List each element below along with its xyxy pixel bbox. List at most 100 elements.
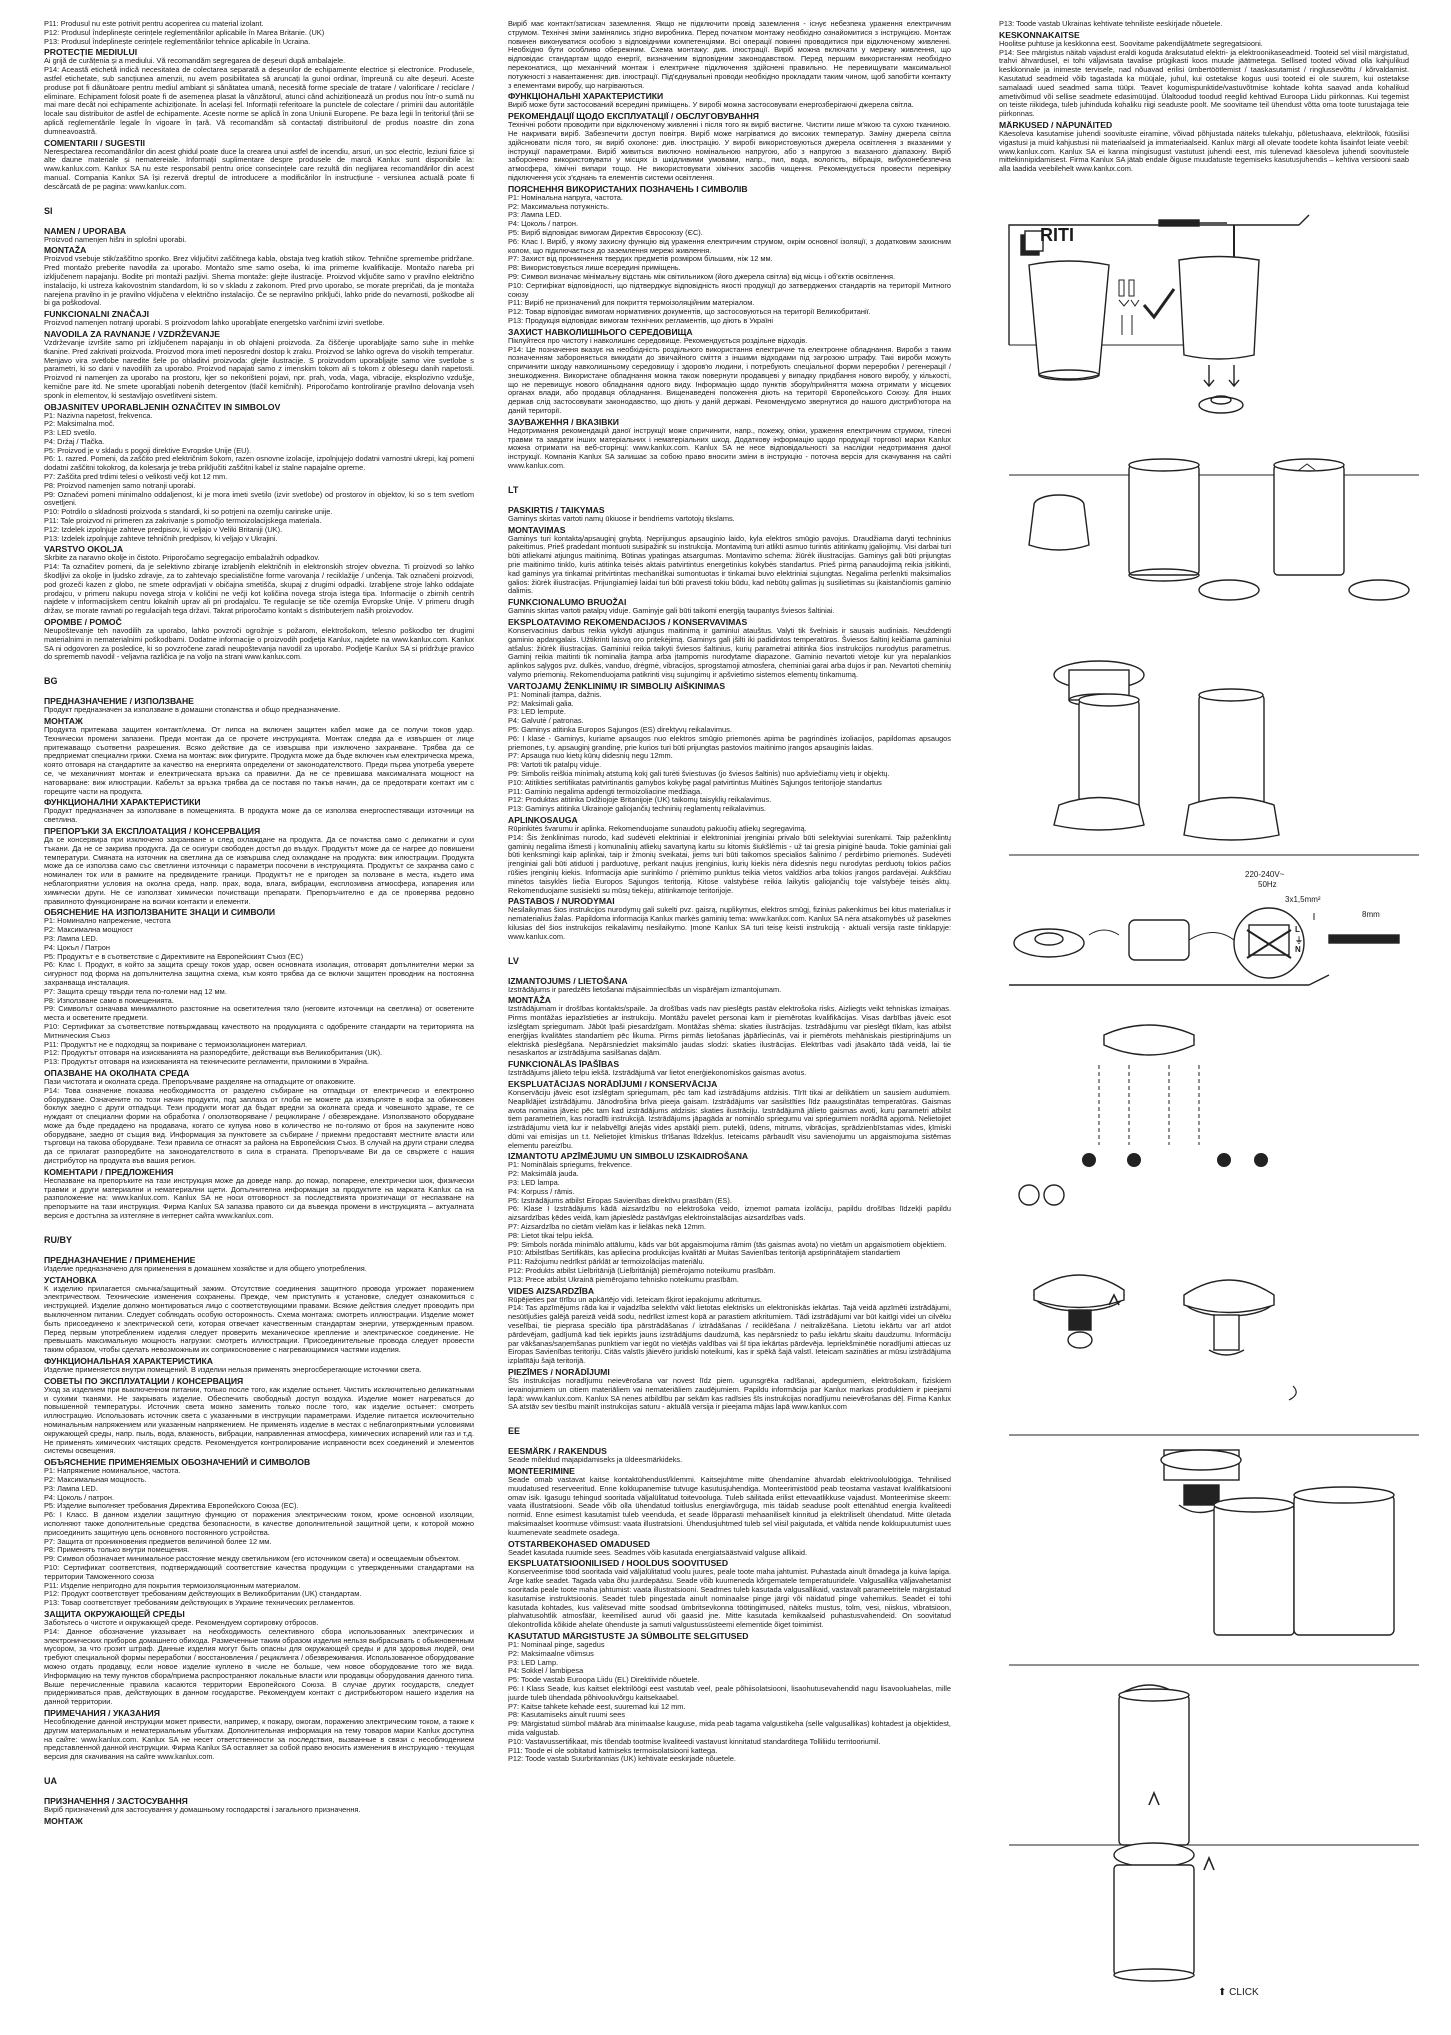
list-item: P3: Лампа LED.	[44, 933, 98, 943]
click-label: ⬆ CLICK	[1218, 1987, 1259, 1998]
list-item: P3: LED lemputė.	[508, 707, 566, 717]
list-item: P1: Nominaal pinge, sagedus	[508, 1639, 605, 1649]
si-sym-list: P1: Nazivna napetost, frekvenca. P2: Mak…	[44, 411, 474, 544]
bg-comments-text: Неспазване на препоръките на тази инстру…	[44, 1175, 474, 1221]
neutral-terminal-label: N	[1295, 945, 1301, 954]
lt-env-text-1: Rūpinkitės švarumu ir aplinka. Rekomendu…	[508, 823, 807, 833]
list-item: P10: Сертифікат відповідності, що підтве…	[508, 280, 951, 299]
list-item: P7: Защита от проникновения предметов ве…	[44, 1536, 272, 1546]
ro-env-heading: PROTECȚIE MEDIULUI	[44, 47, 138, 58]
list-item: P5: Proizvod je v skladu s pogoji direkt…	[44, 445, 252, 455]
ee-env-text-2: P14: See märgistus näitab vajadust erald…	[999, 47, 1409, 119]
bg-use-text: Продукт предназначен за използване в дом…	[44, 705, 341, 715]
lv-care-heading: EKSPLUATĀCIJAS NORĀDĪJUMI / KONSERVĀCIJA	[508, 1078, 718, 1089]
list-item: P8: Proizvod namenjen samo notranji upor…	[44, 480, 196, 490]
list-item: P7: Защита срещу твърди тела по-големи н…	[44, 986, 227, 996]
si-use-text: Proizvod namenjen hišni in splošni upora…	[44, 234, 187, 244]
list-item: P2: Maksimaalne võimsus	[508, 1648, 594, 1658]
ru-care-text: Уход за изделием при выключенном питании…	[44, 1384, 474, 1456]
list-item: P2: Maksimalna moč.	[44, 419, 115, 429]
list-item: P13: Продуктът отговаря на изискванията …	[44, 1057, 369, 1067]
ua-sym-list: P1: Номінальна напруга, частота. P2: Мак…	[508, 192, 951, 326]
bg-section: BG ПРЕДНАЗНАЧЕНИЕ / ИЗПОЛЗВАНЕ Продукт п…	[44, 676, 474, 1221]
lt-section: LT PASKIRTIS / TAIKYMAS Gaminys skirtas …	[508, 485, 951, 942]
lv-sym-list: P1: Nominālais spriegums, frekvence. P2:…	[508, 1161, 951, 1284]
list-item: P11: Продуктът не е подходящ за покриван…	[44, 1039, 308, 1049]
lt-comments-heading: PASTABOS / NURODYMAI	[508, 896, 615, 907]
ro-p12: P12: Produsul îndeplinește cerințele reg…	[44, 27, 325, 37]
list-item: P7: Aizsardzība no cietām vielām kas ir …	[508, 1222, 706, 1232]
ee-env-heading: KESKONNAKAITSE	[999, 29, 1080, 40]
list-item: P6: Klase I Izstrādājums kādā aizsardzīb…	[508, 1204, 951, 1223]
list-item: P1: Номінальна напруга, частота.	[508, 192, 623, 202]
list-item: P1: Номинално напрежение, честота	[44, 916, 171, 926]
list-item: P5: Toode vastab Euroopa Liidu (EL) Dire…	[508, 1675, 700, 1685]
ru-env-heading: ЗАЩИТА ОКРУЖАЮЩЕЙ СРЕДЫ	[44, 1608, 185, 1619]
list-item: P7: Захист від проникнення твердих предм…	[508, 254, 773, 264]
bg-env-text-1: Пази чистотата и околната среда. Препоръ…	[44, 1076, 356, 1086]
ua-section: Виріб має контакт/затискач заземлення. Я…	[508, 20, 951, 471]
list-item: P1: Nominālais spriegums, frekvence.	[508, 1160, 633, 1170]
step-3-open-base	[1053, 660, 1280, 841]
step-6-bulb	[1033, 1274, 1297, 1401]
list-item: P11: Виріб не призначений для покриття т…	[508, 298, 755, 308]
si-care-text: Vzdrževanje izvršite samo pri izključene…	[44, 337, 474, 400]
bg-sym-list: P1: Номинално напрежение, честота P2: Ма…	[44, 917, 474, 1067]
voltage-label: 220-240V~	[1245, 870, 1285, 879]
list-item: P10: Potrdilo o skladnosti proizvoda s s…	[44, 507, 333, 517]
list-item: P9: Simbolis reiškia minimalų atstumą ko…	[508, 768, 890, 778]
list-item: P9: Символ визначає мінімальну відстань …	[508, 271, 896, 281]
ru-func-text: Изделие применяется внутри помещений. В …	[44, 1365, 422, 1375]
si-use-heading: NAMEN / UPORABA	[44, 225, 127, 236]
list-item: P5: Продуктът е в съответствие с Директи…	[44, 951, 304, 961]
list-item: P12: Продукт соответствует требованиям д…	[44, 1589, 362, 1599]
ru-env-text-2: P14: Данное обозначение указывает на нео…	[44, 1626, 474, 1707]
column-left: P11: Produsul nu este potrivit pentru ac…	[44, 20, 474, 2015]
list-item: P8: Kasutamiseks ainult ruumi sees	[508, 1710, 626, 1720]
column-right-text: P13: Toode vastab Ukrainas kehtivate teh…	[999, 20, 1409, 280]
lv-mont-heading: MONTĀŽA	[508, 995, 551, 1006]
ru-mont-heading: УСТАНОВКА	[44, 1274, 97, 1285]
list-item: P11: Ražojumu nedrīkst pārklāt ar termoi…	[508, 1257, 705, 1267]
ru-sym-heading: ОБЪЯСНЕНИЕ ПРИМЕНЯЕМЫХ ОБОЗНАЧЕНИЙ И СИМ…	[44, 1457, 311, 1468]
list-item: P5: Gaminys atitinka Europos Sąjungos (E…	[508, 725, 732, 734]
list-item: P10: Atbilstības Sertifikāts, kas apliec…	[508, 1248, 901, 1258]
ua-mont-heading: МОНТАЖ	[44, 1815, 83, 1826]
list-item: P12: Toode vastab Suurbritannias (UK) ke…	[508, 1754, 736, 1764]
list-item: P2: Maksimālā jauda.	[508, 1169, 579, 1179]
list-item: P12: Izdelek izpolnjuje zahteve predpiso…	[44, 524, 283, 534]
bg-mont-heading: МОНТАЖ	[44, 716, 83, 727]
earth-terminal-label: ⏚	[1295, 936, 1303, 945]
list-item: P9: Simbols norāda minimālo attālumu, kā…	[508, 1239, 947, 1249]
bg-comments-heading: КОМЕНТАРИ / ПРЕДЛОЖЕНИЯ	[44, 1166, 174, 1177]
list-item: P12: Produktas atitinka Didžiojoje Brita…	[508, 795, 772, 805]
ua-comments-text: Недотримання рекомендацій даної інструкц…	[508, 425, 951, 471]
lv-func-heading: FUNKCIONĀLĀS ĪPAŠĪBAS	[508, 1059, 620, 1070]
ro-comments-heading: COMENTARII / SUGESTII	[44, 137, 146, 148]
ua-lang-code: UA	[44, 1775, 57, 1786]
ru-comments-text: Несоблюдение данной инструкции может при…	[44, 1716, 474, 1762]
ee-care-text: Konserveerimise tööd sooritada vaid välj…	[508, 1567, 951, 1630]
lv-section: LV IZMANTOJUMS / LIETOŠANA Izstrādājums …	[508, 956, 951, 1413]
list-item: P8: Vartoti tik patalpų viduje.	[508, 760, 602, 770]
live-terminal-label: L	[1295, 925, 1300, 934]
lv-env-heading: VIDES AIZSARDZĪBA	[508, 1285, 595, 1296]
ee-mont-heading: MONTEERIMINE	[508, 1466, 575, 1476]
list-item: P2: Максимальна потужність.	[508, 201, 610, 211]
ee-comments-heading: MÄRKUSED / NÄPUNÄITED	[999, 119, 1113, 130]
list-item: P9: Märgistatud sümbol määrab ära minima…	[508, 1719, 951, 1737]
list-item: P7: Kaitse tahkete kehade eest, suuremad…	[508, 1701, 686, 1711]
ua-mont-text: Виріб має контакт/затискач заземлення. Я…	[508, 20, 951, 90]
ru-care-heading: СОВЕТЫ ПО ЭКСПЛУАТАЦИИ / КОНСЕРВАЦИЯ	[44, 1375, 244, 1386]
step-1-mounting	[1008, 214, 1310, 414]
ru-lang-code: RU/BY	[44, 1234, 73, 1245]
list-item: P4: Korpuss / rāmis.	[508, 1186, 575, 1196]
list-item: P10: Сертификат за съответствие потвържд…	[44, 1021, 474, 1040]
lt-mont-text: Gaminys turi kontaktą/apsauginį gnybtą. …	[508, 533, 951, 596]
si-func-heading: FUNKCIONALNI ZNAČAJI	[44, 309, 150, 320]
lv-use-text: Izstrādājums ir paredzēts lietošanai māj…	[508, 984, 782, 994]
ua-care-heading: РЕКОМЕНДАЦІЇ ЩОДО ЕКСПЛУАТАЦІЇ / ОБСЛУГО…	[508, 111, 759, 122]
ro-section: P11: Produsul nu este potrivit pentru ac…	[44, 20, 474, 192]
step-2-cylinders	[1009, 458, 1419, 601]
lv-comments-text: Šīs instrukcijas noradījumu neievērošana…	[508, 1376, 951, 1412]
